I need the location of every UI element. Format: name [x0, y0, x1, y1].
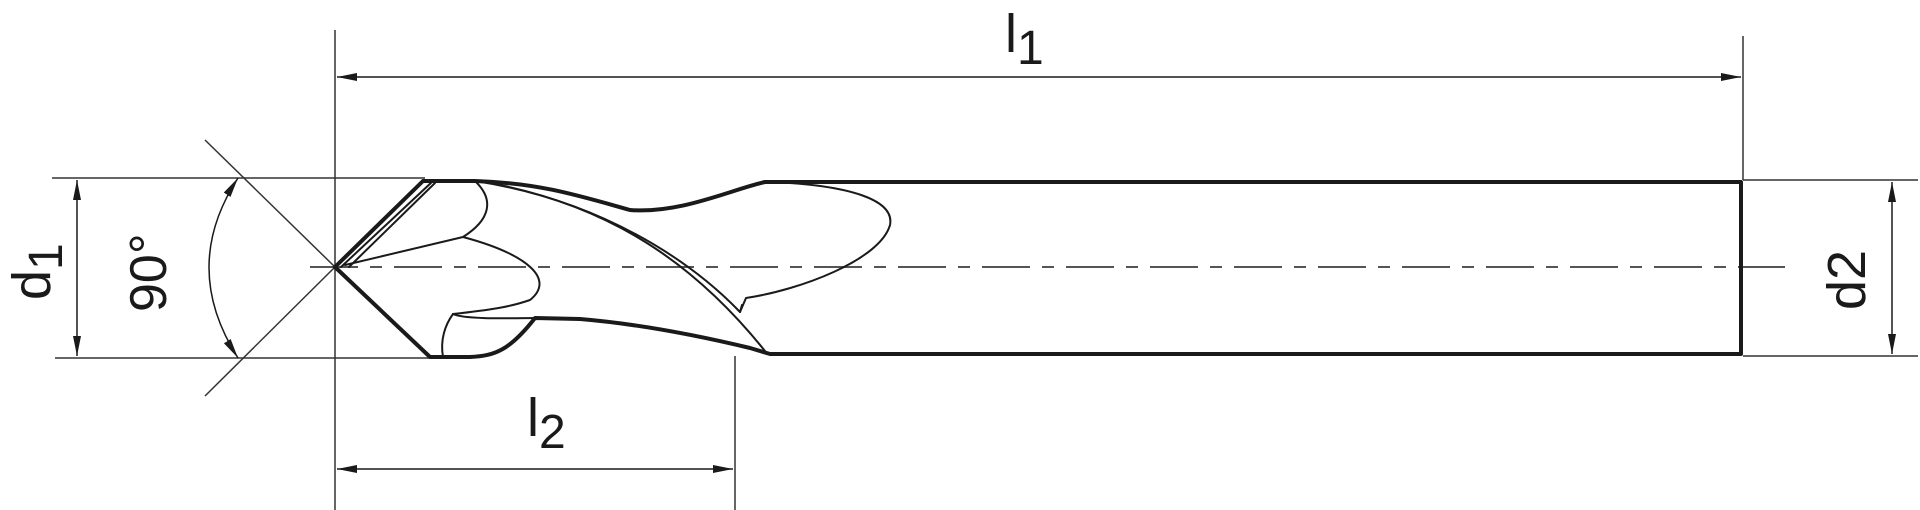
l1-label: l1 — [1005, 4, 1044, 75]
l2-label: l2 — [527, 388, 566, 459]
extension-lines — [52, 30, 1918, 510]
dimension-lines — [73, 73, 1896, 473]
point-angle-label: 90° — [120, 233, 178, 312]
angle-dimension-arc — [208, 177, 239, 359]
labels: l1 l2 d1 90° d2 — [2, 4, 1877, 459]
d1-label: d1 — [2, 243, 73, 300]
d2-label: d2 — [1817, 250, 1877, 310]
tool-outline — [333, 179, 1743, 359]
